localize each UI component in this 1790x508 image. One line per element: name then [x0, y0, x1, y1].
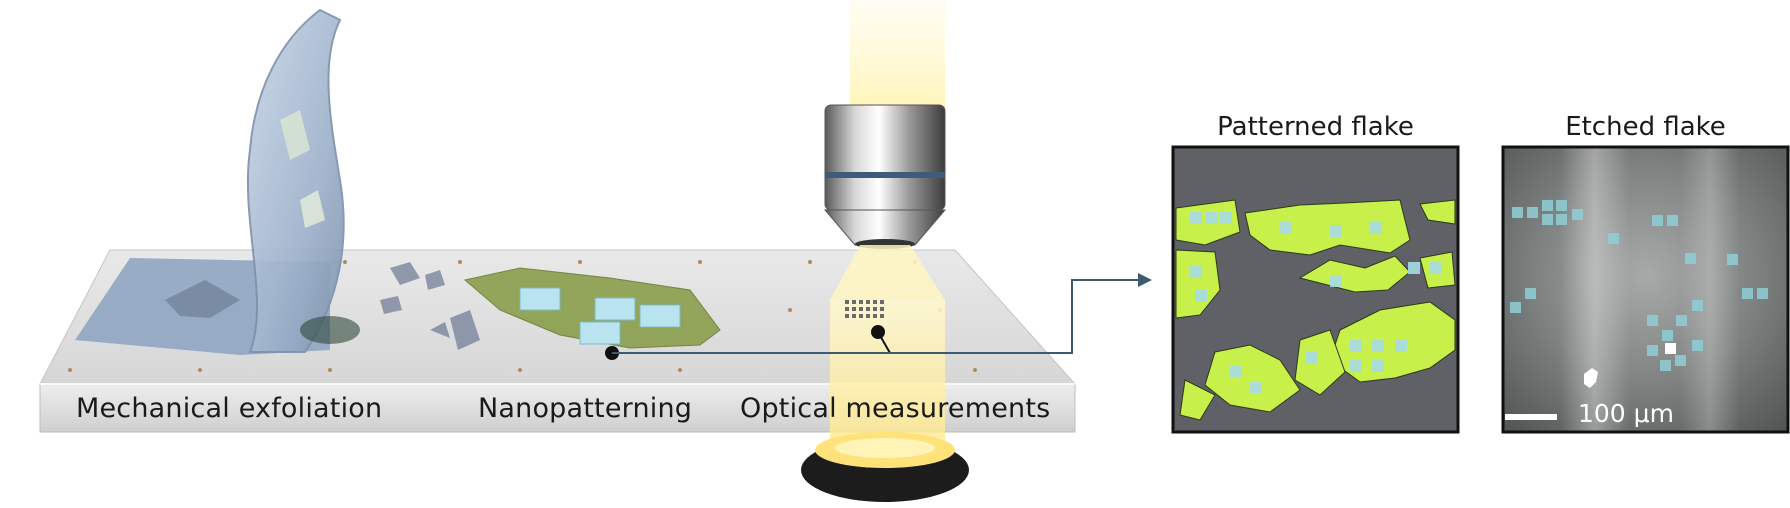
- exfoliated-flakes: [380, 262, 480, 350]
- scale-bar: [1505, 414, 1557, 420]
- microscope-objective: [823, 0, 947, 249]
- connector-arrow: [605, 273, 1152, 360]
- exfoliation-tape: [75, 8, 360, 355]
- light-beam: [830, 245, 945, 450]
- nanopattern-array: [845, 300, 884, 318]
- scale-bar-label: 100 μm: [1578, 399, 1674, 428]
- patterned-flake-on-substrate: [463, 267, 721, 349]
- alignment-marks: [68, 260, 977, 372]
- light-source: [801, 432, 969, 502]
- label-nanopatterning: Nanopatterning: [478, 393, 693, 424]
- label-mechanical-exfoliation: Mechanical exfoliation: [76, 393, 383, 424]
- label-optical-measurements: Optical measurements: [740, 393, 1051, 424]
- title-etched-flake: Etched flake: [1565, 112, 1726, 142]
- patterned-flake-panel: [1171, 145, 1460, 434]
- title-patterned-flake: Patterned flake: [1217, 112, 1414, 142]
- etched-flake-panel: [1501, 145, 1790, 434]
